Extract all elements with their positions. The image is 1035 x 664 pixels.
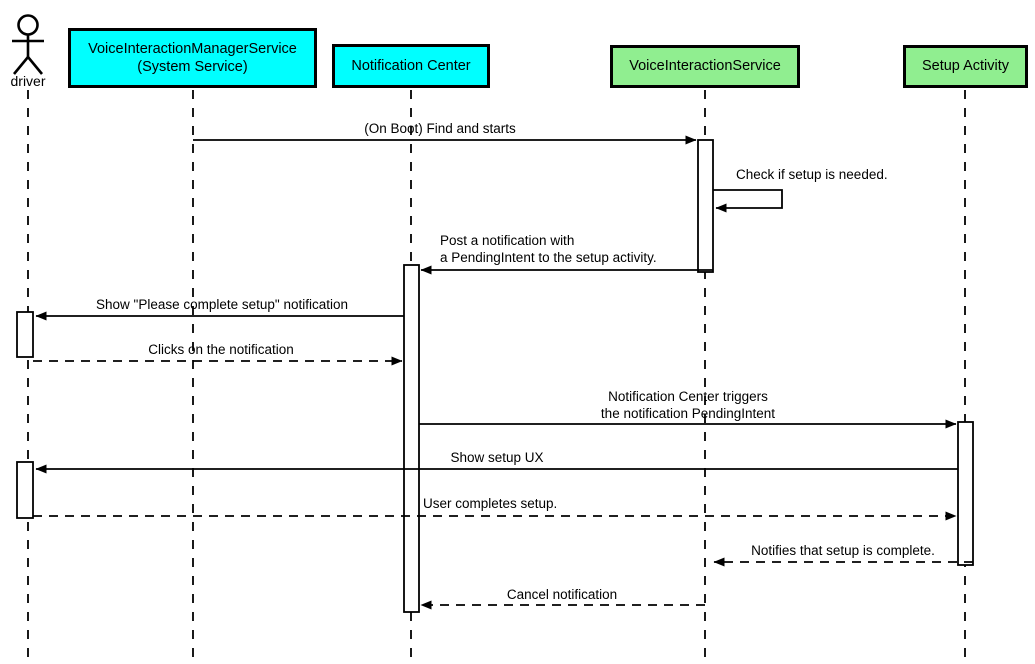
activation-voice-interaction-service-1: [697, 139, 714, 273]
participant-box-vims[interactable]: VoiceInteractionManagerService (System S…: [68, 28, 317, 88]
activation-driver-1: [16, 311, 34, 358]
activation-bars-group: [16, 139, 974, 613]
message-label-clicks-on-the-notification: Clicks on the notification: [148, 342, 294, 357]
activation-notification-center-1: [403, 264, 420, 613]
message-label-notification-center-triggers-pendingintent: Notification Center triggers the notific…: [600, 389, 776, 421]
message-label-show-setup-ux: Show setup UX: [450, 450, 544, 465]
message-label-show-please-complete-setup-notification: Show "Please complete setup" notificatio…: [96, 297, 348, 312]
message-label-on-boot-find-and-starts: (On Boot) Find and starts: [364, 121, 516, 136]
actor-driver-figure: [12, 14, 44, 75]
message-label-post-notification-with-pendingintent: Post a notification with a PendingIntent…: [440, 233, 657, 265]
message-label-user-completes-setup: User completes setup.: [423, 496, 558, 511]
participant-box-voice-interaction-service[interactable]: VoiceInteractionService: [610, 45, 800, 88]
message-label-cancel-notification: Cancel notification: [506, 587, 618, 602]
message-label-check-if-setup-is-needed: Check if setup is needed.: [736, 167, 888, 182]
participant-box-setup-activity[interactable]: Setup Activity: [903, 45, 1028, 88]
actor-label-driver: driver: [10, 73, 46, 89]
message-label-notifies-that-setup-is-complete: Notifies that setup is complete.: [751, 543, 935, 558]
activation-setup-activity-1: [957, 421, 974, 566]
participant-box-notification-center[interactable]: Notification Center: [332, 44, 490, 88]
message-arrow-check-if-setup-is-needed: [713, 189, 783, 213]
activation-driver-2: [16, 461, 34, 519]
